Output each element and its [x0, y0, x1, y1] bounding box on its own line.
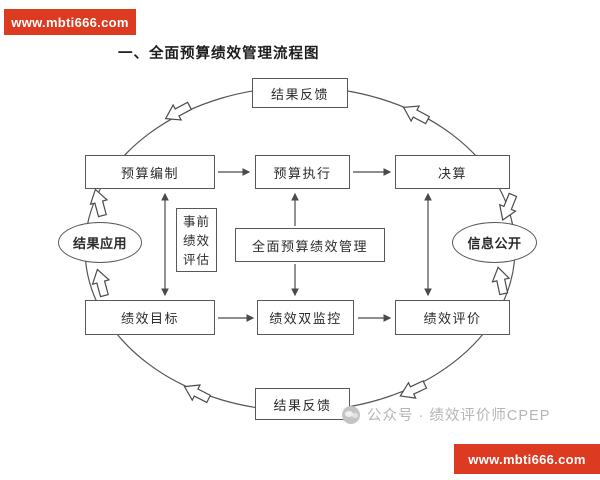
footer-watermark: 公众号 · 绩效评价师CPEP: [342, 404, 550, 425]
node-pre-evaluation: 事前绩效评估: [176, 208, 217, 272]
footer-watermark-text: 公众号 · 绩效评价师CPEP: [367, 408, 551, 424]
node-performance-evaluation: 绩效评价: [395, 300, 510, 335]
node-budget-preparation: 预算编制: [85, 155, 215, 189]
watermark-url-bottom: www.mbti666.com: [468, 451, 586, 467]
watermark-banner-bottom: www.mbti666.com: [454, 444, 600, 474]
node-budget-execution: 预算执行: [255, 155, 350, 189]
process-arrows: [161, 168, 432, 322]
cycle-arrow-top-right: [402, 105, 431, 125]
cycle-arrow-bottom-left: [183, 384, 212, 404]
node-performance-monitoring: 绩效双监控: [257, 300, 354, 335]
cycle-arrow-left-lower: [91, 268, 111, 298]
cycle-direction-arrows: [89, 101, 518, 404]
watermark-url-top: www.mbti666.com: [11, 14, 129, 30]
node-feedback-bottom: 结果反馈: [255, 388, 350, 420]
node-result-application: 结果应用: [58, 222, 142, 263]
page-title: 一、全面预算绩效管理流程图: [118, 46, 320, 62]
cycle-arrow-right-upper: [498, 192, 518, 221]
cpep-logo-icon: [342, 405, 360, 424]
cycle-arrow-right-lower: [491, 266, 511, 296]
cycle-arrow-bottom-right: [399, 380, 428, 399]
cycle-arrow-left-upper: [89, 188, 109, 218]
node-center-management: 全面预算绩效管理: [235, 228, 385, 262]
cycle-arrow-top-left: [164, 101, 193, 121]
node-performance-target: 绩效目标: [85, 300, 215, 335]
node-feedback-top: 结果反馈: [252, 78, 348, 108]
node-information-disclosure: 信息公开: [452, 222, 537, 263]
node-final-accounts: 决算: [395, 155, 510, 189]
watermark-banner-top: www.mbti666.com: [4, 9, 136, 35]
